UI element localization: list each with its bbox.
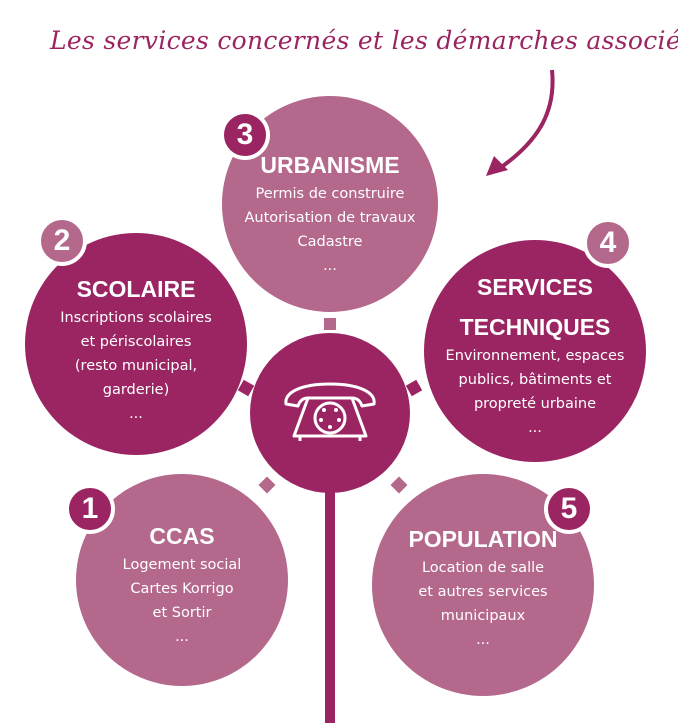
service-line: et autres services — [418, 584, 548, 600]
service-line: ... — [476, 632, 490, 648]
service-scolaire: SCOLAIRE Inscriptions scolaires et péris… — [25, 233, 247, 455]
telephone-icon — [284, 382, 376, 441]
service-heading: SCOLAIRE — [76, 276, 196, 302]
service-line: Inscriptions scolaires — [60, 310, 212, 326]
service-population: POPULATION Location de salle et autres s… — [372, 474, 594, 696]
service-heading: SERVICES — [477, 274, 593, 300]
service-line: et Sortir — [152, 605, 212, 621]
service-line: Permis de construire — [255, 186, 405, 202]
service-line: ... — [528, 420, 542, 436]
service-line: ... — [129, 406, 143, 422]
number-badge-2: 2 — [37, 216, 87, 266]
service-line: Autorisation de travaux — [244, 210, 416, 226]
number-badge-5: 5 — [544, 484, 594, 534]
service-heading: TECHNIQUES — [459, 314, 611, 340]
service-line: (resto municipal, — [74, 358, 198, 374]
service-line: Location de salle — [421, 560, 545, 576]
service-heading: CCAS — [149, 523, 215, 549]
stem — [325, 490, 335, 723]
service-line: Cartes Korrigo — [130, 581, 234, 597]
service-ccas: CCAS Logement social Cartes Korrigo et S… — [76, 474, 288, 686]
service-line: ... — [175, 629, 189, 645]
number-badge-4: 4 — [583, 218, 633, 268]
number-badge-1: 1 — [65, 484, 115, 534]
service-line: publics, bâtiments et — [458, 372, 612, 388]
page-title: Les services concernés et les démarches … — [50, 26, 678, 55]
service-line: municipaux — [440, 608, 526, 624]
center-hub — [250, 333, 410, 493]
service-line: Environnement, espaces — [445, 348, 625, 364]
service-line: ... — [323, 258, 337, 274]
service-line: Logement social — [122, 557, 242, 573]
service-heading: URBANISME — [260, 152, 400, 178]
service-line: garderie) — [102, 382, 170, 398]
service-techniques: SERVICES TECHNIQUES Environnement, espac… — [424, 240, 646, 462]
service-line: propreté urbaine — [473, 396, 597, 412]
number-badge-3: 3 — [220, 110, 270, 160]
service-line: et périscolaires — [80, 334, 192, 350]
service-line: Cadastre — [297, 234, 363, 250]
connector-square — [324, 318, 336, 330]
service-heading: POPULATION — [408, 526, 558, 552]
